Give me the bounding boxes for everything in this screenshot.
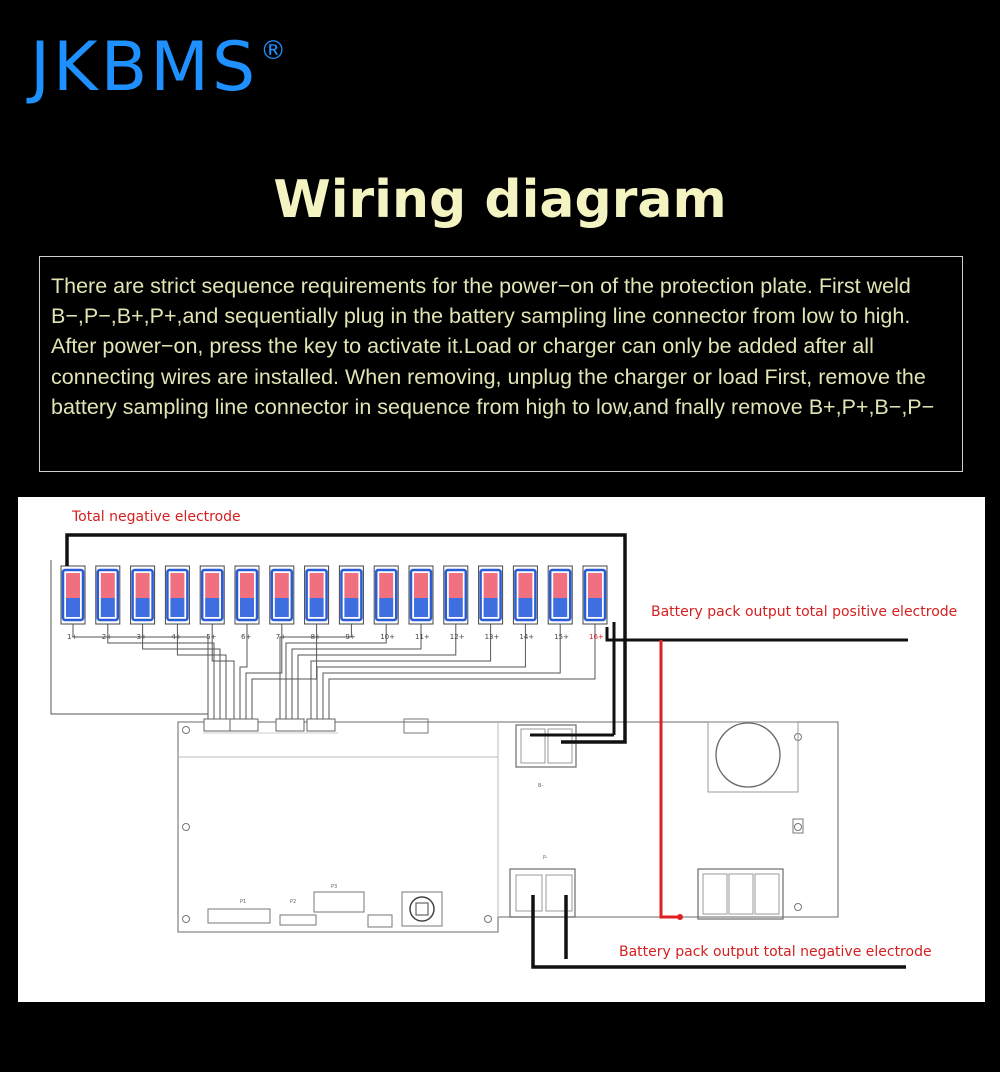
- cell-fill-9: [344, 573, 359, 598]
- sample-wire-6: [239, 624, 248, 719]
- cell-label-11: 11+: [415, 633, 430, 641]
- cell-label-8: 8+: [311, 633, 321, 641]
- cell-base-5: [205, 598, 220, 617]
- cell-base-8: [309, 598, 324, 617]
- cell-label-6: 6+: [241, 633, 251, 641]
- cell-fill-14: [518, 573, 533, 598]
- cell-label-9: 9+: [345, 633, 355, 641]
- pack-positive-label: Battery pack output total positive elect…: [651, 604, 958, 620]
- cell-fill-3: [135, 573, 150, 598]
- cell-label-2: 2+: [102, 633, 112, 641]
- sample-wire-15: [322, 624, 561, 719]
- pack-negative-wire-a: [531, 895, 906, 969]
- cell-base-14: [518, 598, 533, 617]
- cell-base-11: [414, 598, 428, 617]
- svg-text:B-: B-: [538, 783, 543, 789]
- cell-base-12: [448, 598, 463, 617]
- bms-board: B- P- P1 P2 P3: [177, 718, 839, 933]
- wiring-diagram: B- P- P1 P2 P3: [18, 497, 985, 1002]
- cell-base-6: [240, 598, 254, 617]
- notice-text: There are strict sequence requirements f…: [51, 274, 935, 419]
- cell-base-10: [379, 598, 394, 617]
- pack-positive-black: [605, 627, 908, 642]
- balance-connector-3: [275, 718, 305, 732]
- cell-label-4: 4+: [171, 633, 181, 641]
- cell-fill-2: [100, 573, 115, 598]
- cell-fill-8: [309, 573, 324, 598]
- cell-base-16: [588, 598, 602, 617]
- sample-wire-1: [72, 624, 209, 719]
- total-negative-label: Total negative electrode: [72, 509, 241, 525]
- cell-label-1: 1+: [67, 633, 77, 641]
- cell-fill-12: [448, 573, 463, 598]
- cell-base-4: [170, 598, 185, 617]
- cell-base-9: [344, 598, 359, 617]
- cell-label-3: 3+: [137, 633, 147, 641]
- page-title: Wiring diagram: [273, 170, 727, 230]
- brand-name: JKBMS: [30, 28, 259, 107]
- pack-negative-label: Battery pack output total negative elect…: [619, 944, 932, 960]
- cell-fill-16: [588, 573, 602, 598]
- sample-wire-14: [316, 624, 526, 719]
- sample-wire-13: [310, 624, 492, 719]
- sample-wire-16: [328, 624, 596, 719]
- sample-wire-12: [297, 624, 457, 719]
- cell-base-15: [553, 598, 568, 617]
- cell-base-7: [274, 598, 289, 617]
- cell-label-14: 14+: [519, 633, 534, 641]
- cell-base-13: [483, 598, 498, 617]
- wiring: [50, 533, 908, 969]
- battery-cells: [60, 565, 608, 625]
- sample-wire-0: [50, 560, 209, 719]
- sample-wire-7: [245, 624, 283, 719]
- svg-text:P1: P1: [240, 899, 246, 905]
- cell-fill-15: [553, 573, 568, 598]
- sample-wire-10: [285, 624, 387, 719]
- sample-wire-8: [251, 624, 318, 719]
- cell-labels: 1+ 2+ 3+ 4+ 5+ 6+ 7+ 8+ 9+ 10+ 11+ 12+ 13+ 14+ 15+ 16+: [67, 633, 604, 641]
- cell-label-12: 12+: [450, 633, 465, 641]
- registered-mark: ®: [260, 36, 287, 66]
- sample-wire-9: [279, 624, 352, 719]
- cell-fill-1: [66, 573, 80, 598]
- cell-fill-6: [240, 573, 254, 598]
- svg-text:P3: P3: [331, 884, 337, 890]
- sample-wire-3: [142, 624, 221, 719]
- notice-box: There are strict sequence requirements f…: [39, 256, 963, 472]
- cell-fill-13: [483, 573, 498, 598]
- sample-wire-4: [176, 624, 227, 719]
- wiring-diagram-svg: B- P- P1 P2 P3: [50, 533, 908, 969]
- cell-label-5: 5+: [206, 633, 216, 641]
- cell-fill-11: [414, 573, 428, 598]
- svg-text:P2: P2: [290, 899, 296, 905]
- cell-fill-7: [274, 573, 289, 598]
- positive-red-wire: [659, 640, 678, 919]
- cell-label-10: 10+: [380, 633, 395, 641]
- positive-red-terminal: [677, 914, 683, 920]
- cell-fill-4: [170, 573, 185, 598]
- cell-fill-10: [379, 573, 394, 598]
- sample-wire-5: [211, 624, 235, 719]
- cell-label-15: 15+: [554, 633, 569, 641]
- brand-logo: JKBMS®: [30, 34, 287, 102]
- balance-connector-2: [229, 718, 259, 732]
- cell-fill-5: [205, 573, 220, 598]
- cell-base-2: [100, 598, 115, 617]
- cell-label-16: 16+: [589, 633, 604, 641]
- sample-wire-11: [291, 624, 422, 719]
- balance-connector-1: [203, 718, 233, 732]
- total-negative-wire: [65, 533, 627, 744]
- cell-base-3: [135, 598, 150, 617]
- balance-connector-4: [306, 718, 336, 732]
- svg-text:P-: P-: [543, 855, 548, 861]
- cell-label-7: 7+: [276, 633, 286, 641]
- sample-wire-2: [107, 624, 215, 719]
- cell-label-13: 13+: [485, 633, 500, 641]
- cell-base-1: [66, 598, 80, 617]
